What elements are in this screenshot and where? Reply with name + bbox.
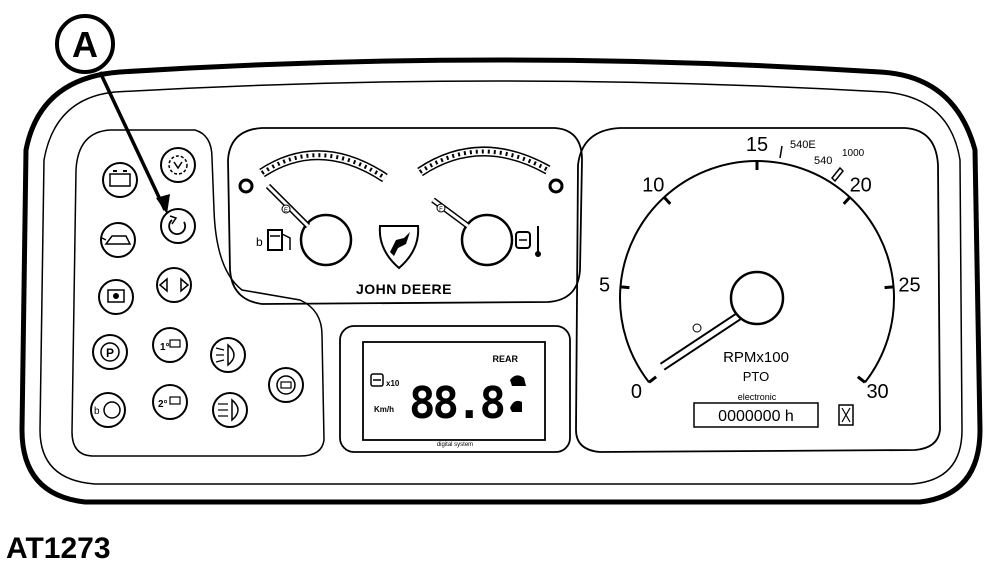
tach-major-tick: [663, 196, 672, 205]
lcd-multiplier: x10: [386, 379, 400, 388]
hourglass-icon: [838, 404, 854, 426]
tach-major-tick: [648, 375, 658, 384]
high-beam-icon: [212, 392, 248, 428]
callout-A: A: [55, 14, 170, 214]
transmission-warning-icon: [160, 147, 196, 183]
fuel-gauge: E: [238, 150, 388, 267]
lcd-caption: digital system: [437, 442, 473, 448]
fuel-pump-icon: b: [256, 229, 291, 251]
tach-needle-marker: [692, 323, 702, 333]
svg-text:JOHN DEERE: JOHN DEERE: [356, 281, 452, 297]
svg-text:E: E: [284, 208, 288, 214]
speed-icon: [370, 373, 384, 387]
lcd-mode-label: REAR: [492, 354, 518, 364]
svg-text:F: F: [439, 207, 443, 213]
work-lights-icon: [210, 337, 246, 373]
pto-mark-label: 1000: [842, 148, 865, 159]
trailer-brake-icon: [268, 367, 304, 403]
hour-meter-caption: electronic: [738, 392, 777, 402]
tachometer: 0 5 10 15 20 25 30 540E 540 1000: [599, 134, 921, 403]
hour-meter-box: [693, 402, 819, 428]
battery-icon: [102, 162, 138, 198]
tach-major-tick: [856, 375, 866, 384]
tach-scale-label: 20: [850, 174, 872, 196]
tach-scale-label: 15: [746, 134, 768, 156]
tach-scale-label: 30: [866, 381, 888, 403]
tach-hub: [729, 270, 785, 326]
tachometer-panel: [575, 127, 941, 453]
engine-oil-icon: [100, 222, 136, 258]
lcd-panel: REAR x10 Km/h 88.8 digital system: [339, 325, 571, 453]
tach-major-tick: [884, 285, 894, 290]
svg-text:2°: 2°: [158, 399, 168, 410]
tach-major-tick: [842, 196, 851, 205]
svg-text:1°: 1°: [160, 342, 170, 353]
lcd-unit: Km/h: [374, 405, 394, 414]
range-1-icon: 1°: [152, 327, 188, 363]
pto-tick-540E: [779, 145, 783, 159]
svg-text:A: A: [72, 24, 98, 65]
pto-mark-label: 540E: [790, 139, 816, 151]
lcd-digits: 88.8: [409, 378, 503, 429]
tach-major-tick: [620, 285, 630, 290]
brake-fluid-icon: b: [90, 392, 126, 428]
range-2-icon: 2°: [152, 384, 188, 420]
turn-signal-icon: [156, 267, 192, 303]
turtle-icon: [510, 400, 522, 412]
tach-scale-label: 25: [898, 275, 920, 297]
john-deere-logo: JOHN DEERE: [356, 225, 452, 297]
svg-text:P: P: [106, 346, 114, 360]
tach-scale-label: 10: [642, 174, 664, 196]
pto-mark-label: 540: [814, 155, 832, 167]
svg-text:b: b: [256, 235, 263, 249]
coolant-temp-gauge: F: [417, 146, 564, 267]
parking-brake-icon: P: [92, 334, 128, 370]
figure-id: AT1273: [6, 532, 111, 565]
tach-needle-inner: [660, 313, 741, 369]
indicator-panel: [71, 129, 325, 457]
svg-text:b: b: [94, 406, 100, 417]
tach-scale-label: 0: [631, 381, 642, 403]
pto-engaged-icon: [160, 208, 196, 244]
rpm-unit-label: RPMx100: [723, 349, 789, 366]
air-filter-icon: [98, 279, 134, 315]
cluster-svg: P 1° b 2° A: [19, 14, 983, 505]
pto-tick-1000: [830, 166, 845, 183]
gauge-panel: [227, 127, 583, 305]
rabbit-icon: [510, 375, 526, 386]
coolant-temp-icon: [515, 226, 541, 257]
hour-meter-value: 0000000 h: [718, 408, 794, 425]
tach-scale-label: 5: [599, 275, 610, 297]
pto-label: PTO: [743, 369, 770, 384]
